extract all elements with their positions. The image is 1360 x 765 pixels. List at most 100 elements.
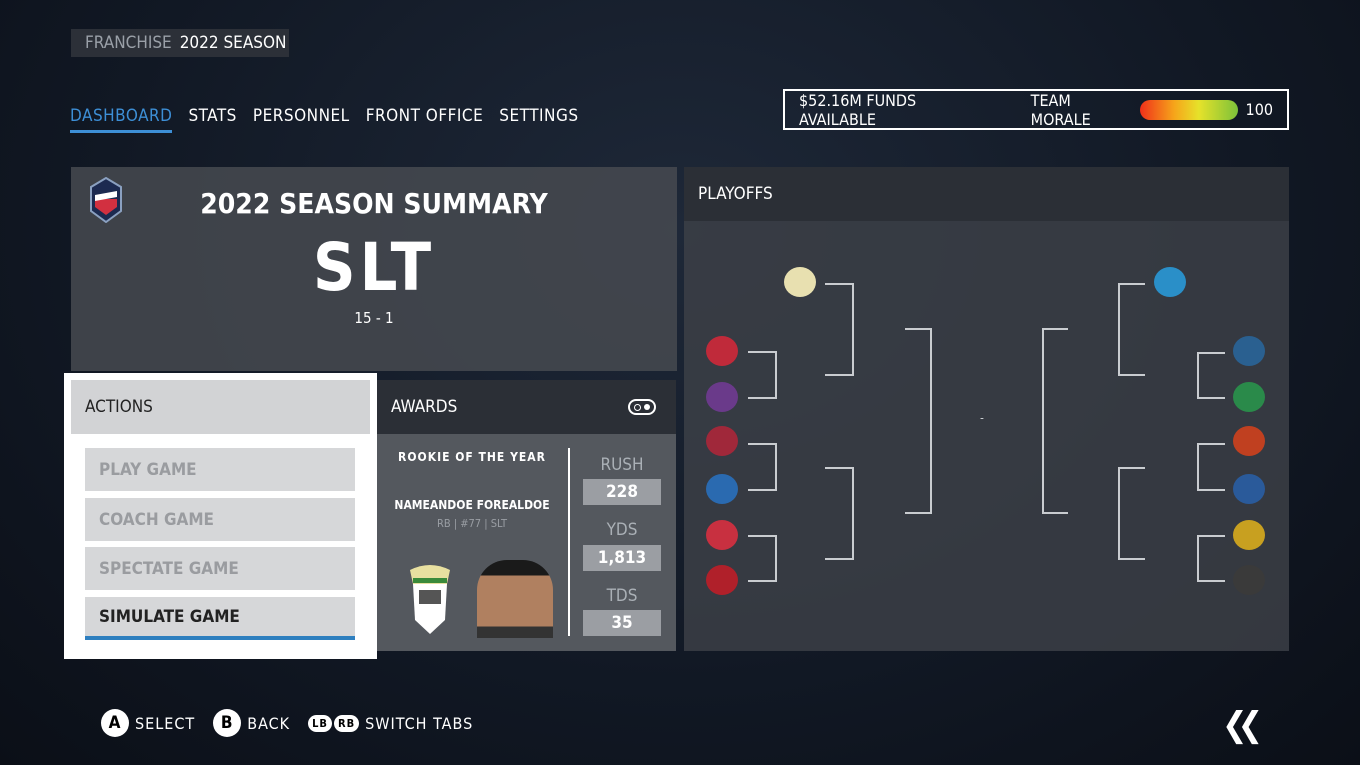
summary-title: 2022 SEASON SUMMARY (200, 187, 548, 220)
stat-label-tds: TDS (606, 586, 638, 606)
team-logo-icon (706, 474, 738, 504)
team-record: 15 - 1 (354, 309, 394, 327)
playoffs-panel: PLAYOFFS - (684, 167, 1289, 651)
stat-value-tds: 35 (583, 610, 661, 636)
bracket-line (1042, 328, 1068, 330)
team-logo-icon (706, 382, 738, 412)
stat-label-rush: RUSH (600, 455, 644, 475)
breadcrumb: FRANCHISE 2022 SEASON (71, 29, 289, 57)
bracket-line (1118, 283, 1120, 376)
lb-button-icon: LB (308, 714, 332, 732)
bracket-line (1197, 443, 1225, 445)
team-logo-icon (706, 336, 738, 366)
team-logo-icon (706, 565, 738, 595)
main-tabs: DASHBOARD STATS PERSONNEL FRONT OFFICE S… (70, 106, 579, 133)
tab-personnel[interactable]: PERSONNEL (252, 106, 350, 126)
stat-label-yds: YDS (606, 520, 638, 540)
bracket-line (930, 328, 932, 514)
team-abbreviation: SLT (312, 229, 436, 306)
awards-title: AWARDS (391, 397, 458, 417)
tab-settings[interactable]: SETTINGS (499, 106, 579, 126)
switch-tabs-hint[interactable]: SWITCH TABS (365, 713, 474, 733)
team-logo-icon (1233, 565, 1265, 595)
bracket-line (825, 467, 852, 469)
playoff-bracket: - (684, 167, 1289, 651)
breadcrumb-season: 2022 SEASON (179, 33, 287, 53)
spectate-game-button[interactable]: SPECTATE GAME (85, 547, 355, 590)
bracket-line (748, 443, 775, 445)
morale-label: TEAM MORALE (1030, 90, 1091, 129)
bracket-line (775, 351, 777, 399)
team-logo-icon (1154, 267, 1186, 297)
bracket-center: - (980, 411, 984, 425)
stat-value-yds: 1,813 (583, 545, 661, 571)
bracket-line (748, 489, 775, 491)
team-logo-icon (1233, 520, 1265, 550)
team-logo-icon (1233, 474, 1265, 504)
tab-stats[interactable]: STATS (188, 106, 237, 126)
bracket-line (1118, 467, 1145, 469)
bracket-line (1197, 489, 1225, 491)
breadcrumb-section: FRANCHISE (85, 33, 172, 53)
bracket-line (825, 374, 852, 376)
award-name: ROOKIE OF THE YEAR (398, 450, 546, 464)
bracket-line (1118, 558, 1145, 560)
bracket-line (825, 558, 852, 560)
select-hint[interactable]: SELECT (135, 713, 196, 733)
player-portrait (477, 560, 553, 638)
simulate-game-button[interactable]: SIMULATE GAME (85, 597, 355, 640)
bracket-line (1118, 283, 1145, 285)
bracket-line (1197, 443, 1199, 491)
back-chevron-icon[interactable]: ❮❮ (1222, 705, 1263, 745)
bracket-line (852, 283, 854, 376)
bracket-line (825, 283, 852, 285)
back-hint[interactable]: BACK (247, 713, 291, 733)
bracket-line (775, 443, 777, 491)
tab-dashboard[interactable]: DASHBOARD (70, 106, 173, 133)
bracket-line (1197, 397, 1225, 399)
team-logo-icon (706, 426, 738, 456)
morale-bar (1139, 99, 1238, 120)
awards-panel: AWARDS ROOKIE OF THE YEAR NAMEANDOE FORE… (377, 380, 676, 651)
bracket-line (748, 397, 775, 399)
bracket-line (748, 351, 775, 353)
bracket-line (852, 467, 854, 560)
b-button-icon: B (213, 709, 242, 737)
team-logo-icon (1233, 426, 1265, 456)
player-name: NAMEANDOE FOREALDOE (394, 498, 550, 512)
bracket-line (905, 512, 930, 514)
tab-front-office[interactable]: FRONT OFFICE (365, 106, 484, 126)
bracket-line (1197, 535, 1225, 537)
status-panel: $52.16M FUNDS AVAILABLE TEAM MORALE 100 (783, 89, 1289, 130)
button-hints: A SELECT B BACK LB RB SWITCH TABS (101, 709, 473, 737)
bracket-line (1042, 328, 1044, 514)
bracket-line (748, 580, 775, 582)
stat-value-rush: 228 (583, 479, 661, 505)
bracket-line (1197, 580, 1225, 582)
team-logo-icon (706, 520, 738, 550)
playoffs-title: PLAYOFFS (684, 167, 1289, 221)
rb-button-icon: RB (333, 714, 360, 732)
bracket-line (1197, 352, 1199, 399)
bracket-line (905, 328, 930, 330)
bracket-line (1197, 352, 1225, 354)
actions-title: ACTIONS (71, 380, 370, 434)
a-button-icon: A (101, 709, 129, 737)
bracket-line (1042, 512, 1068, 514)
toggle-icon[interactable] (628, 399, 656, 415)
team-logo-icon (1233, 382, 1265, 412)
morale-value: 100 (1245, 100, 1274, 119)
coach-game-button[interactable]: COACH GAME (85, 498, 355, 541)
play-game-button[interactable]: PLAY GAME (85, 448, 355, 491)
team-logo-icon (784, 267, 816, 297)
team-logo-icon (1233, 336, 1265, 366)
actions-panel: ACTIONS PLAY GAME COACH GAME SPECTATE GA… (64, 373, 377, 659)
bracket-line (1197, 535, 1199, 582)
bracket-line (775, 535, 777, 582)
bracket-line (748, 535, 775, 537)
season-summary-panel: 2022 SEASON SUMMARY SLT 15 - 1 (71, 167, 677, 371)
player-details: RB | #77 | SLT (436, 517, 508, 530)
funds-available: $52.16M FUNDS AVAILABLE (799, 90, 917, 129)
team-logo-icon (410, 565, 450, 634)
bracket-line (1118, 374, 1145, 376)
